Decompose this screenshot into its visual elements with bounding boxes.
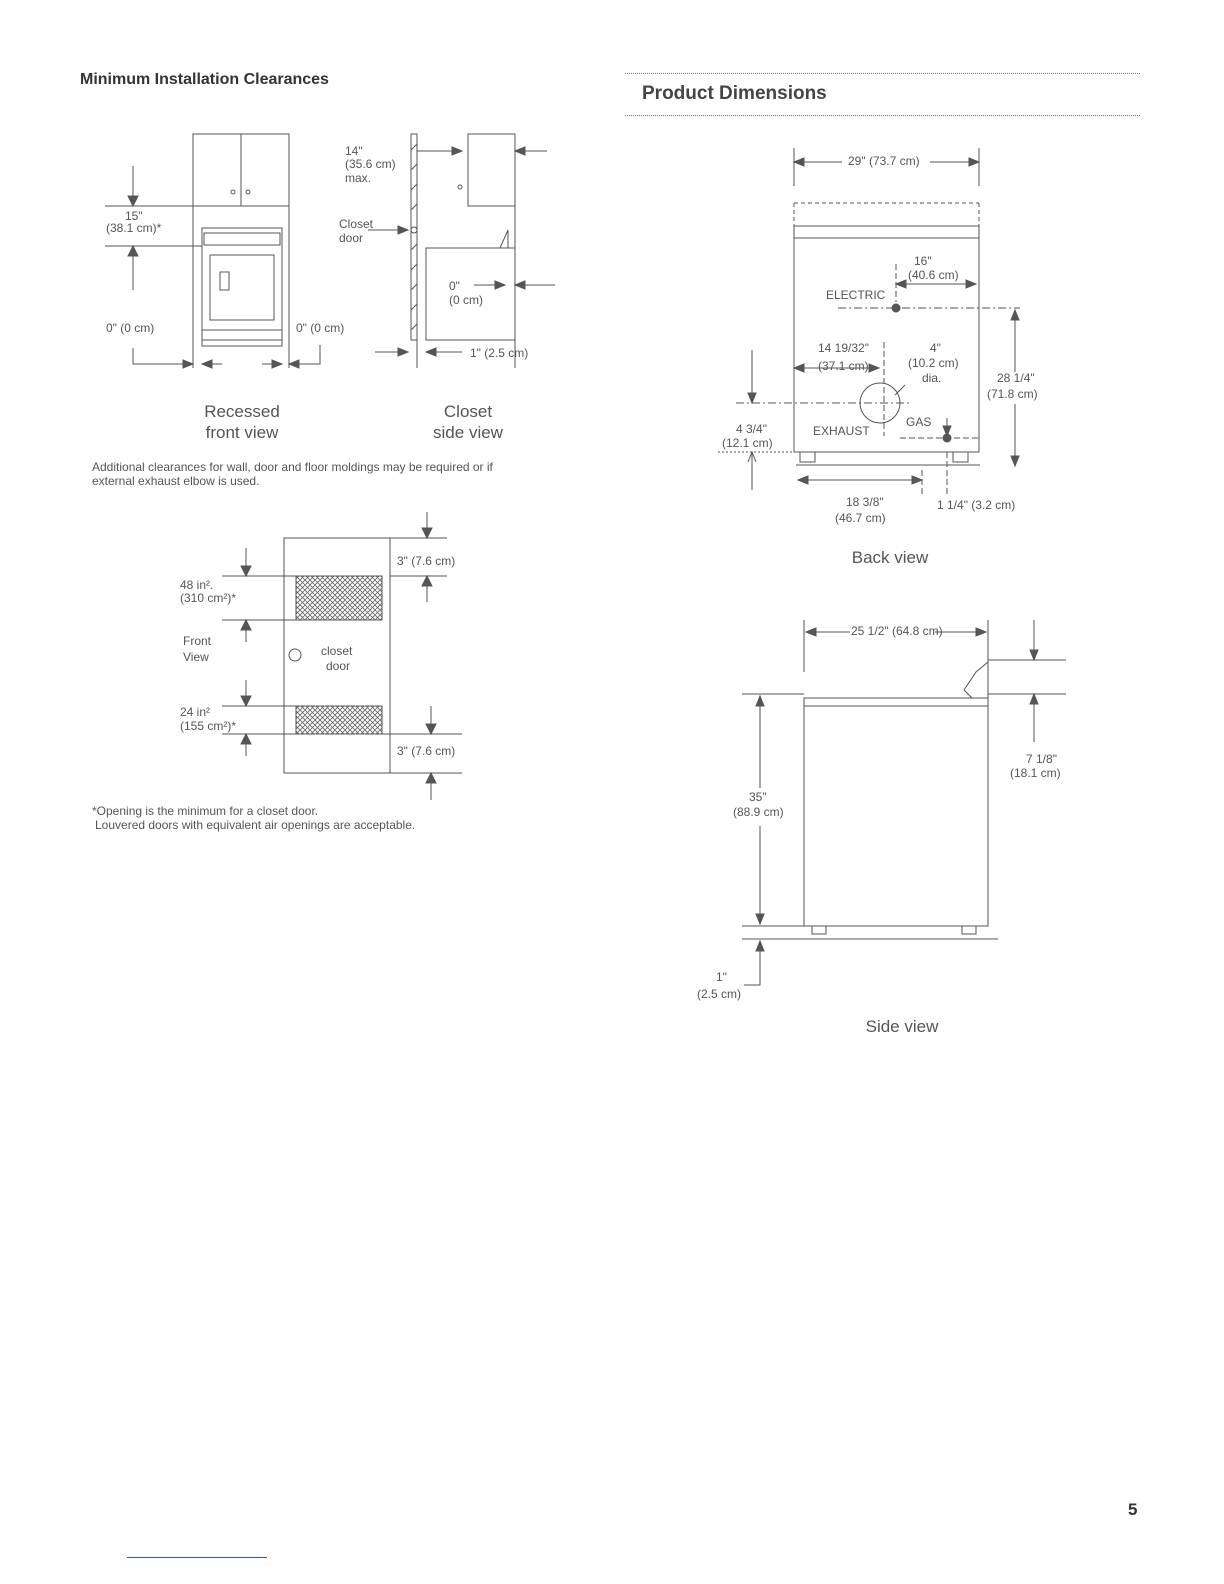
opening-footnote: *Opening is the minimum for a closet doo… [92,804,572,832]
top-vent-area-cm: (310 cm²)* [180,591,237,605]
exhaust-label: EXHAUST [813,424,870,438]
bottom-vent-area: 24 in² [180,705,211,719]
note-line-2: external exhaust elbow is used. [92,474,260,488]
closet-door-text-2: door [326,659,351,673]
feet-height-in: 1" [716,970,727,984]
closet-mid-dim-cm: (0 cm) [449,293,483,307]
front-view-label-1: Front [183,634,212,648]
back-height-in: 28 1/4" [997,371,1035,385]
console-height-in: 7 1/8" [1026,752,1057,766]
closet-top-dim-max: max. [345,171,372,185]
closet-caption-line2: side view [433,423,503,442]
closet-door-label-2: door [339,231,364,245]
diameter-dim-in: 4" [930,341,941,355]
back-height-cm: (71.8 cm) [987,387,1038,401]
exhaust-dim-in: 14 19/32" [818,341,869,355]
side-height-cm: (88.9 cm) [733,805,784,819]
console-height-cm: (18.1 cm) [1010,766,1061,780]
installation-clearances-title: Minimum Installation Clearances [80,71,329,88]
recessed-top-dim-cm: (38.1 cm)* [106,221,162,235]
electric-dim-in: 16" [914,254,932,268]
top-gap-dim: 3" (7.6 cm) [397,554,456,568]
footnote-line-2: Louvered doors with equivalent air openi… [95,818,416,832]
closet-caption: Closet side view [408,401,528,443]
front-view-label-2: View [183,650,209,664]
gas-dim-in: 18 3/8" [846,495,884,509]
recessed-caption-line1: Recessed [204,402,280,421]
back-view-caption: Back view [851,548,929,567]
side-view-caption: Side view [865,1017,939,1036]
closet-top-dim: 14" [345,144,363,158]
electric-label: ELECTRIC [826,288,886,302]
recessed-top-dim: 15" [125,209,143,223]
bottom-vent-area-cm: (155 cm²)* [180,719,237,733]
feet-height-cm: (2.5 cm) [697,987,742,1001]
title-rule-bottom [625,115,1140,116]
gas-side-dim: 1 1/4" (3.2 cm) [937,498,1016,512]
closet-door-text-1: closet [321,644,353,658]
closet-door-label-1: Closet [339,217,374,231]
closet-bottom-dim: 1" (2.5 cm) [470,346,529,360]
exhaust-height-cm: (12.1 cm) [722,436,773,450]
side-height-in: 35" [749,790,767,804]
side-width-dim: 25 1/2" (64.8 cm) [851,624,943,638]
exhaust-dim-cm: (37.1 cm) [818,359,869,373]
product-dimensions-title: Product Dimensions [642,83,827,104]
recessed-left-dim: 0" (0 cm) [106,321,155,335]
diameter-dim-cm: (10.2 cm) [908,356,959,370]
note-line-1: Additional clearances for wall, door and… [92,460,493,474]
footnote-line-1: *Opening is the minimum for a closet doo… [92,804,319,818]
gas-dim-cm: (46.7 cm) [835,511,886,525]
closet-top-dim-cm: (35.6 cm) [345,157,396,171]
additional-clearances-note: Additional clearances for wall, door and… [92,460,572,488]
closet-mid-dim: 0" [449,279,460,293]
electric-dim-cm: (40.6 cm) [908,268,959,282]
closet-caption-line1: Closet [443,402,493,421]
title-rule-top [625,73,1140,74]
page-number: 5 [1128,1500,1138,1519]
recessed-caption-line2: front view [205,423,279,442]
recessed-caption: Recessed front view [180,401,304,443]
diameter-label: dia. [922,371,942,385]
top-vent-area: 48 in². [180,578,214,592]
bottom-gap-dim: 3" (7.6 cm) [397,744,456,758]
footer-link-rule [127,1557,267,1558]
back-width-dim: 29" (73.7 cm) [848,154,920,168]
gas-label: GAS [906,415,932,429]
exhaust-height-in: 4 3/4" [736,422,767,436]
recessed-right-dim: 0" (0 cm) [296,321,345,335]
